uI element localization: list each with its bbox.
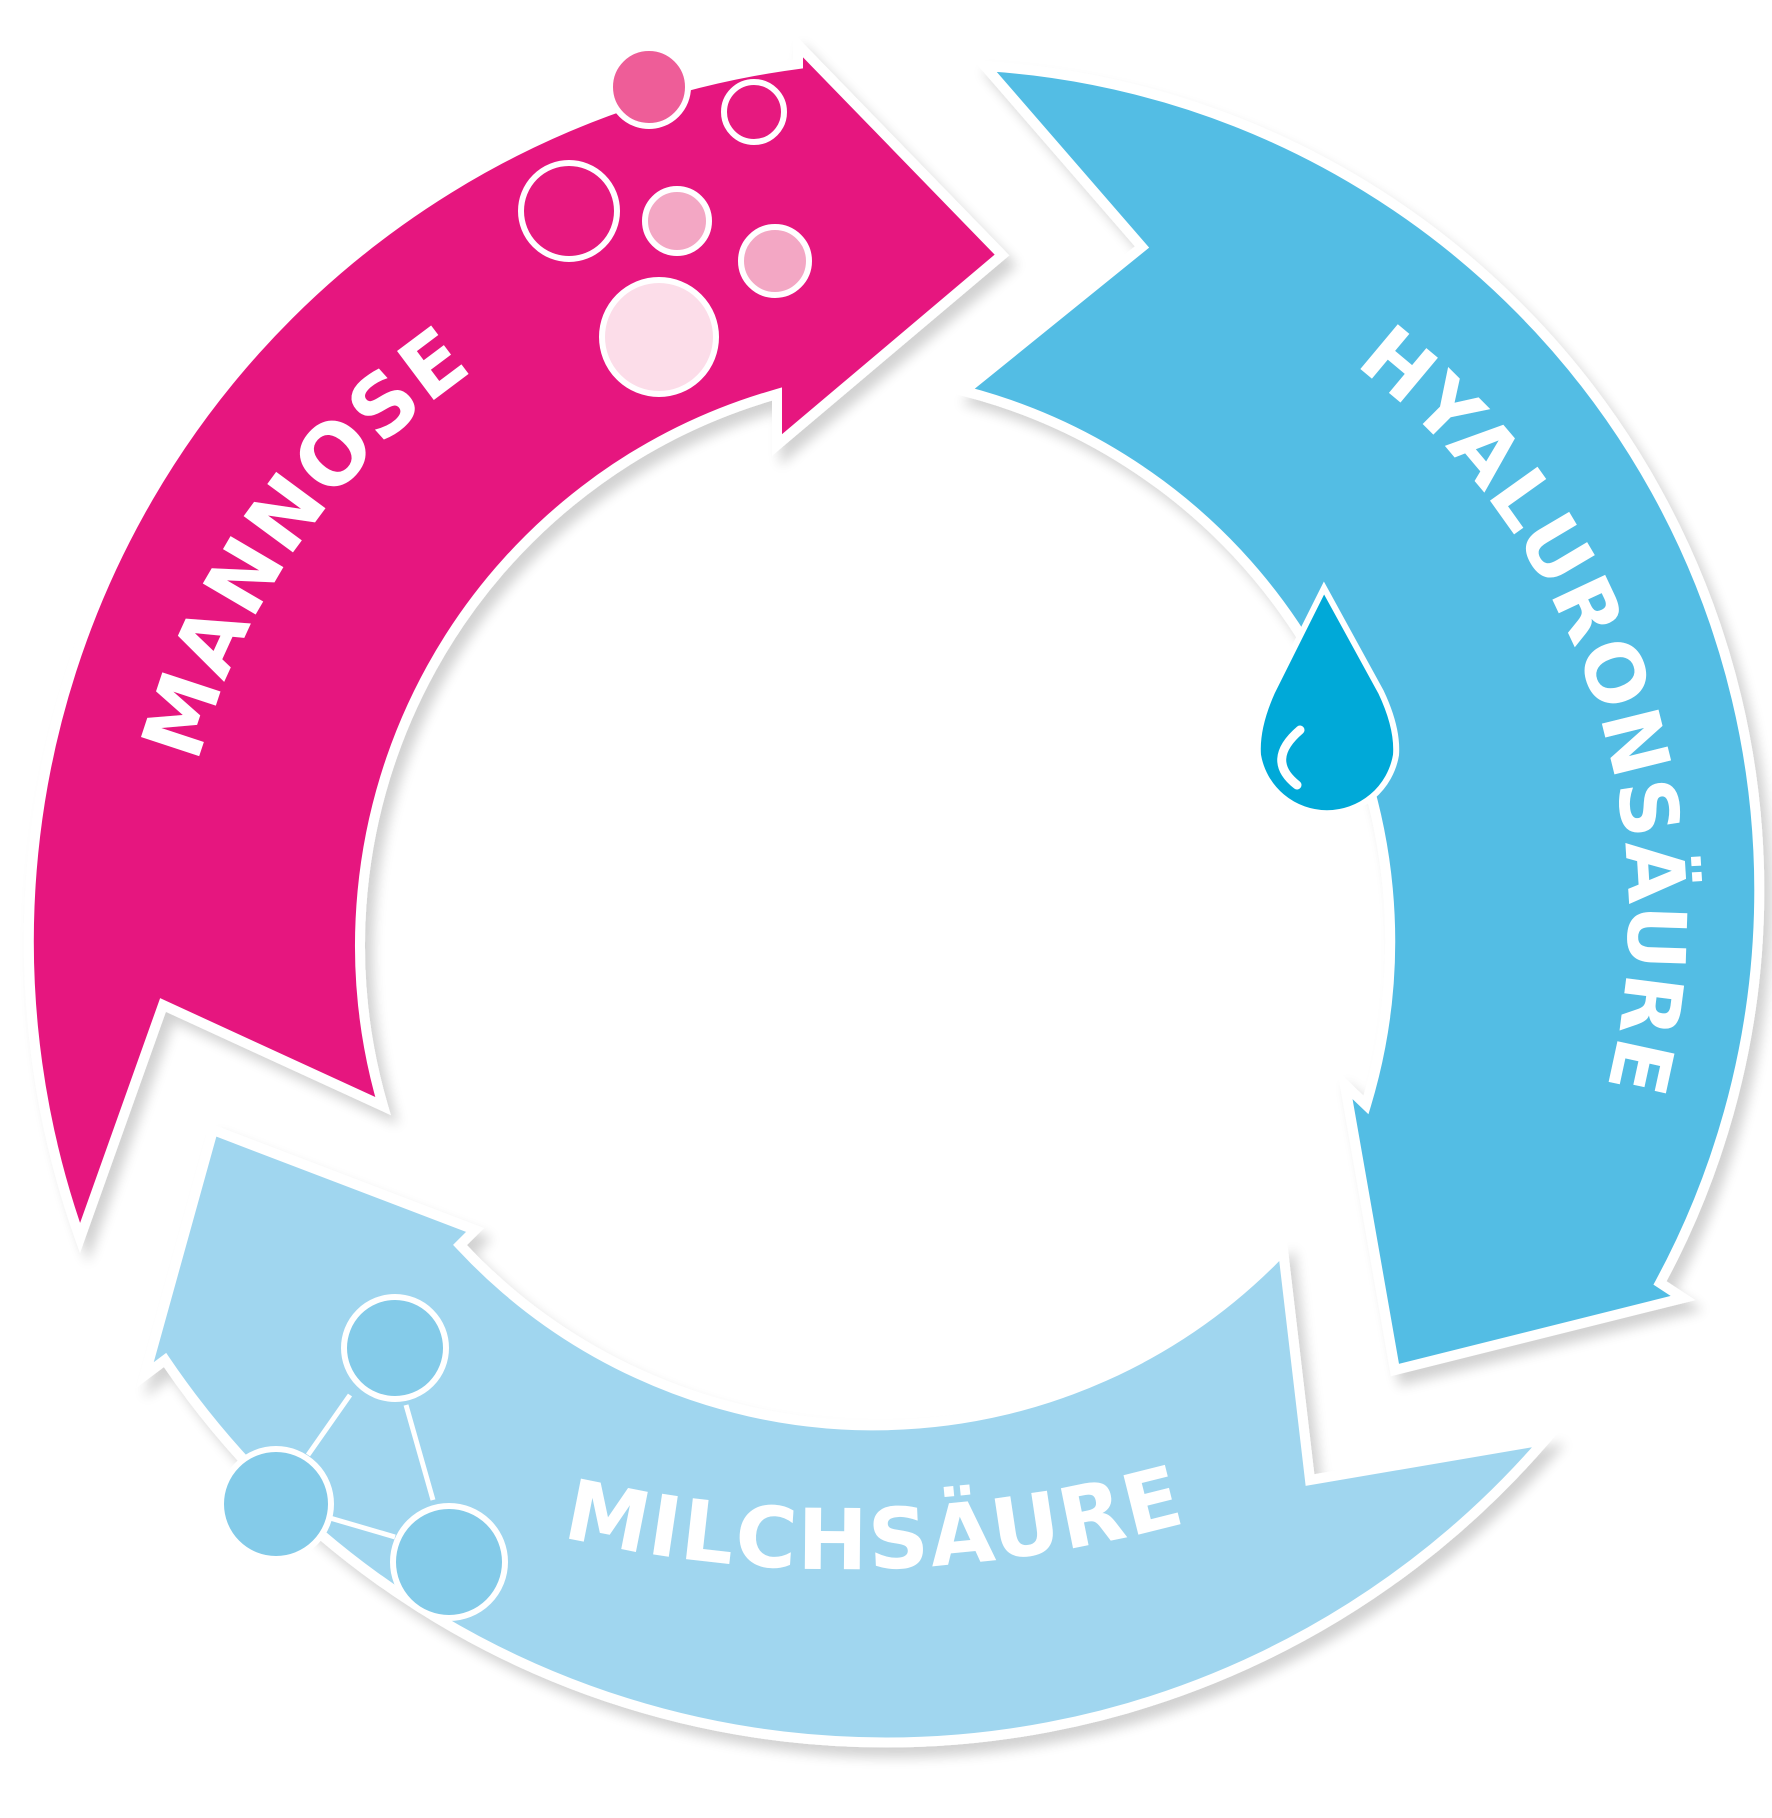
molecule-bond xyxy=(329,1515,396,1540)
bubble xyxy=(738,224,812,298)
bubble xyxy=(721,79,787,145)
bubble xyxy=(607,45,691,129)
milch-arrow xyxy=(136,1123,1558,1748)
water-drop-shape xyxy=(1254,581,1400,817)
molecule-atom xyxy=(218,1446,334,1562)
molecule-icon xyxy=(218,1294,508,1621)
milch-arrow-shape xyxy=(136,1123,1558,1748)
bubble xyxy=(599,277,719,397)
bubble xyxy=(642,186,712,256)
sugar-bubbles-icon xyxy=(518,45,812,397)
molecule-atom xyxy=(390,1503,508,1621)
bubble xyxy=(518,160,620,262)
water-drop-highlight xyxy=(1277,725,1305,790)
molecule-atom xyxy=(341,1294,449,1402)
molecule-bond xyxy=(305,1393,353,1457)
water-drop-icon xyxy=(1254,581,1400,817)
molecule-bond xyxy=(403,1404,436,1501)
